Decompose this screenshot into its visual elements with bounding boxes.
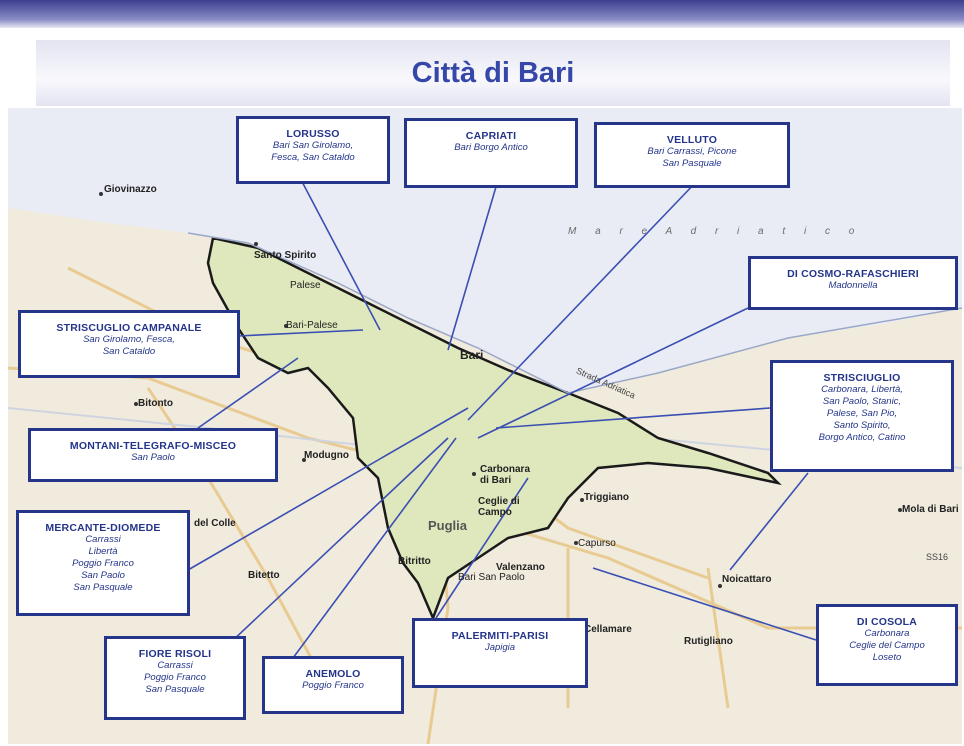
clan-name: ANEMOLO bbox=[305, 668, 361, 680]
clan-area: Santo Spirito, bbox=[833, 420, 891, 431]
place-bari-palese: Bari-Palese bbox=[286, 320, 338, 331]
page-title: Città di Bari bbox=[411, 57, 575, 89]
place-bitonto: Bitonto bbox=[138, 398, 173, 409]
clan-area: Palese, San Pio, bbox=[826, 408, 898, 419]
place-ceglie: Ceglie di Campo bbox=[478, 496, 520, 518]
clan-area: Borgo Antico, Catino bbox=[818, 432, 906, 443]
clan-box-palermiti-parisi: PALERMITI-PARISI Japigia bbox=[412, 618, 588, 688]
clan-area: San Pasquale bbox=[662, 158, 722, 169]
town-markers bbox=[99, 192, 902, 588]
clan-area: Poggio Franco bbox=[144, 672, 206, 683]
place-palese: Palese bbox=[290, 280, 321, 291]
clan-area: Bari San Girolamo, bbox=[272, 140, 354, 151]
clan-area: Madonnella bbox=[828, 280, 878, 291]
place-bari-san-paolo: Bari San Paolo bbox=[458, 572, 525, 583]
place-bari: Bari bbox=[460, 348, 484, 362]
clan-name: DI COSOLA bbox=[856, 616, 918, 628]
clan-area: San Paolo, Stanic, bbox=[822, 396, 902, 407]
place-noicattaro: Noicattaro bbox=[722, 574, 772, 585]
place-santo-spirito: Santo Spirito bbox=[254, 250, 317, 261]
title-bar bbox=[36, 40, 950, 106]
clan-box-striscuglio-campanale: STRISCUGLIO CAMPANALE San Girolamo, Fesc… bbox=[18, 310, 240, 378]
clan-name: LORUSSO bbox=[286, 128, 340, 140]
clan-name: STRISCUGLIO CAMPANALE bbox=[56, 322, 202, 334]
clan-area: Bari Carrassi, Picone bbox=[647, 146, 737, 157]
place-del-colle: del Colle bbox=[194, 518, 236, 529]
sea-label: M a r e A d r i a t i c o bbox=[568, 226, 863, 237]
clan-box-montani-telegrafo-misceo: MONTANI-TELEGRAFO-MISCEO San Paolo bbox=[28, 428, 278, 482]
clan-area: Fesca, San Cataldo bbox=[271, 152, 355, 163]
clan-name: CAPRIATI bbox=[465, 130, 517, 142]
road-label-ss16: SS16 bbox=[926, 552, 949, 562]
clan-box-capriati: CAPRIATI Bari Borgo Antico bbox=[404, 118, 578, 188]
connector-lines bbox=[187, 173, 817, 659]
place-puglia: Puglia bbox=[428, 518, 468, 533]
place-capurso: Capurso bbox=[578, 538, 616, 549]
place-cellamare: Cellamare bbox=[584, 624, 632, 635]
clan-area: Carrassi bbox=[157, 660, 193, 671]
clan-area: Carbonara, Libertà, bbox=[821, 384, 903, 395]
clan-area: Bari Borgo Antico bbox=[454, 142, 528, 153]
clan-name: FIORE RISOLI bbox=[138, 648, 212, 660]
clan-area: San Pasquale bbox=[73, 582, 133, 593]
clan-area: San Cataldo bbox=[102, 346, 156, 357]
clan-area: San Paolo bbox=[81, 570, 125, 581]
clan-area: Poggio Franco bbox=[72, 558, 134, 569]
clan-name: STRISCIUGLIO bbox=[823, 372, 901, 384]
place-bitetto: Bitetto bbox=[248, 570, 280, 581]
clan-box-di-cosola: DI COSOLA Carbonara Ceglie del Campo Los… bbox=[816, 604, 958, 686]
place-rutigliano: Rutigliano bbox=[684, 636, 733, 647]
clan-name: VELLUTO bbox=[666, 134, 718, 146]
clan-box-fiore-risoli: FIORE RISOLI Carrassi Poggio Franco San … bbox=[104, 636, 246, 720]
clan-box-mercante-diomede: MERCANTE-DIOMEDE Carrassi Libertà Poggio… bbox=[16, 510, 190, 616]
clan-area: San Paolo bbox=[131, 452, 175, 463]
clan-area: Carrassi bbox=[85, 534, 121, 545]
clan-box-di-cosmo-rafaschieri: DI COSMO-RAFASCHIERI Madonnella bbox=[748, 256, 958, 310]
bari-municipality bbox=[206, 236, 782, 622]
place-giovinazzo: Giovinazzo bbox=[104, 184, 157, 195]
clan-box-anemolo: ANEMOLO Poggio Franco bbox=[262, 656, 404, 714]
clan-name: MERCANTE-DIOMEDE bbox=[45, 522, 161, 534]
clan-box-strisciuglio: STRISCIUGLIO Carbonara, Libertà, San Pao… bbox=[770, 360, 954, 472]
place-valenzano: Valenzano bbox=[496, 562, 545, 573]
clan-area: San Girolamo, Fesca, bbox=[83, 334, 175, 345]
clan-area: Loseto bbox=[872, 652, 902, 663]
clan-name: DI COSMO-RAFASCHIERI bbox=[787, 268, 919, 280]
clan-box-lorusso: LORUSSO Bari San Girolamo, Fesca, San Ca… bbox=[236, 116, 390, 184]
clan-area: San Pasquale bbox=[145, 684, 205, 695]
clan-area: Libertà bbox=[88, 546, 118, 557]
place-triggiano: Triggiano bbox=[584, 492, 629, 503]
clan-area: Poggio Franco bbox=[302, 680, 364, 691]
clan-area: Ceglie del Campo bbox=[849, 640, 925, 651]
place-modugno: Modugno bbox=[304, 450, 349, 461]
clan-area: Japigia bbox=[484, 642, 516, 653]
clan-name: MONTANI-TELEGRAFO-MISCEO bbox=[69, 440, 237, 452]
clan-area: Carbonara bbox=[864, 628, 910, 639]
header-band bbox=[0, 0, 964, 28]
place-carbonara: Carbonara di Bari bbox=[480, 464, 531, 486]
clan-name: PALERMITI-PARISI bbox=[451, 630, 549, 642]
place-bitritto: Bitritto bbox=[398, 556, 431, 567]
clan-box-velluto: VELLUTO Bari Carrassi, Picone San Pasqua… bbox=[594, 122, 790, 188]
place-mola-di-bari: Mola di Bari bbox=[902, 504, 959, 515]
